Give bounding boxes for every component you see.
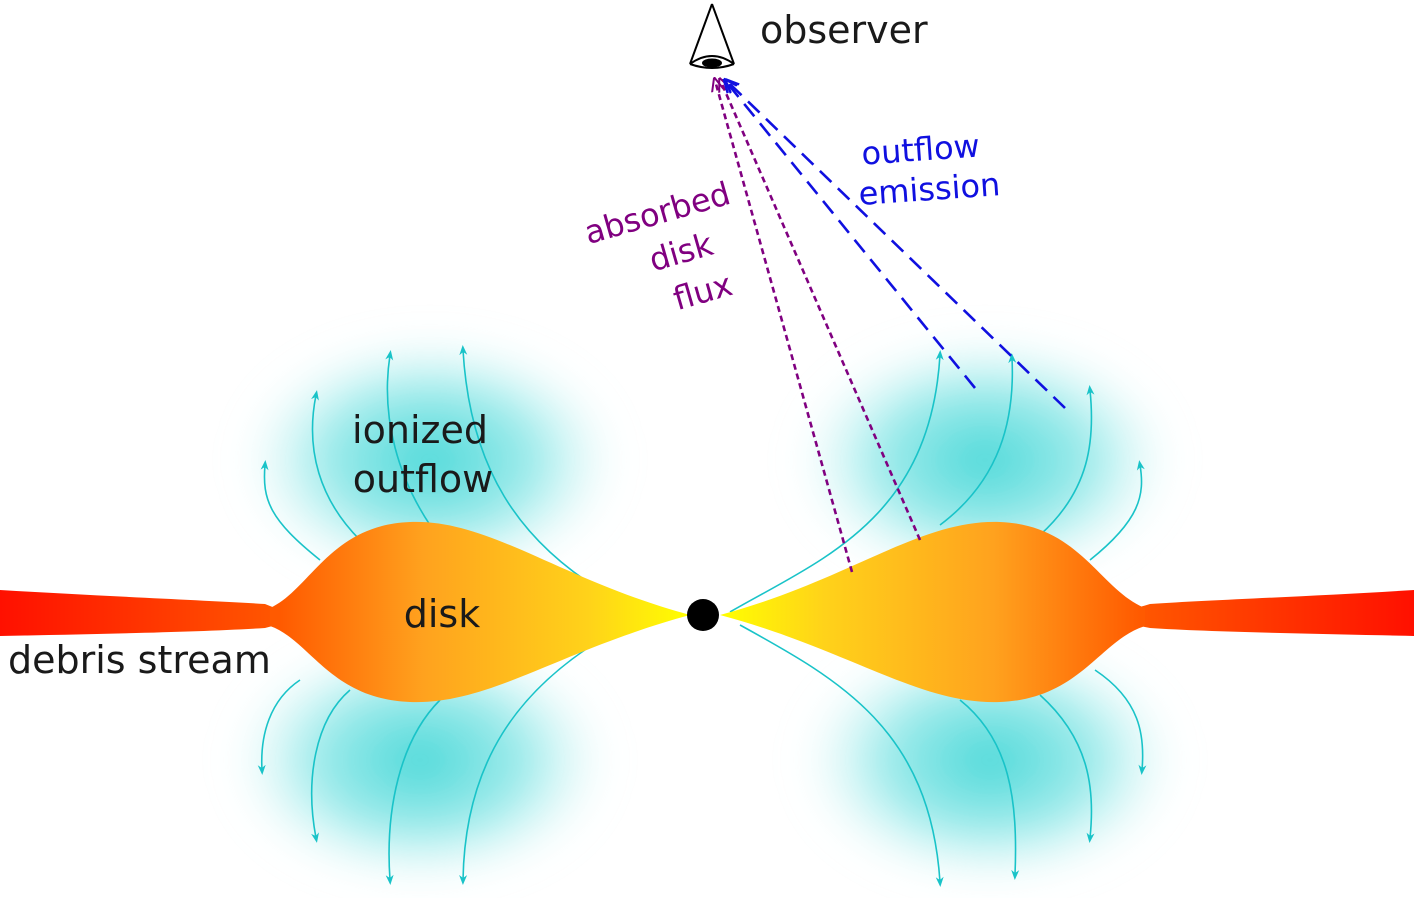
outflow-cloud-lower-right (800, 635, 1180, 885)
outflow-emission-rays (728, 84, 1066, 409)
streamline (459, 639, 601, 885)
streamline (959, 699, 1020, 880)
outflow-cloud-upper-right (795, 335, 1175, 585)
streamline (1089, 460, 1145, 561)
debris-stream-label: debris stream (8, 638, 271, 682)
streamline (1039, 694, 1095, 843)
streamline (1039, 385, 1095, 536)
eye-icon (689, 3, 735, 69)
outflow-cloud-group (230, 335, 1180, 885)
streamline (739, 624, 944, 887)
streamline (459, 345, 601, 591)
streamline (385, 350, 431, 526)
absorbed-flux-label: absorbed disk flux (580, 174, 737, 318)
outflow-streamlines (257, 345, 1147, 887)
debris-stream-right (1130, 590, 1414, 636)
disk-label: disk (404, 592, 480, 636)
absorbed-flux-ray (722, 84, 922, 541)
streamline (385, 699, 441, 885)
streamline (260, 460, 321, 561)
streamline (311, 390, 361, 541)
outflow-emission-ray (728, 84, 977, 389)
streamline (1094, 669, 1147, 775)
absorbed-flux-ray (716, 84, 854, 573)
absorbed-flux-label-line3: flux (669, 265, 737, 318)
outflow-cloud-lower-left (230, 635, 610, 885)
streamline (310, 689, 351, 843)
outflow-emission-label-line1: outflow (860, 127, 981, 173)
streamline (729, 350, 944, 613)
streamline (939, 353, 1017, 526)
debris-stream-left (0, 590, 280, 636)
outflow-emission-label: outflow emission (857, 127, 1001, 213)
outflow-cloud-upper-left (240, 335, 620, 585)
ionized-outflow-label-line1: ionized (352, 408, 488, 452)
outflow-emission-label-line2: emission (857, 165, 1001, 213)
observer-label: observer (760, 8, 928, 52)
black-hole (687, 599, 719, 631)
outflow-emission-ray (730, 84, 1066, 409)
disk-left (270, 521, 690, 703)
disk-right (720, 521, 1145, 703)
streamline (257, 679, 301, 775)
ionized-outflow-label-line2: outflow (353, 457, 494, 501)
absorbed-flux-rays (716, 84, 922, 573)
